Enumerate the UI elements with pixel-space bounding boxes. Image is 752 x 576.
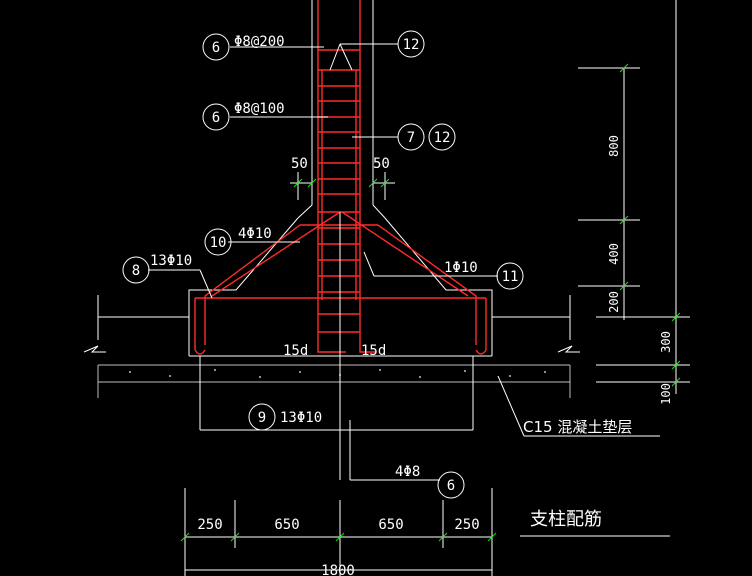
leader-lines <box>148 43 660 437</box>
callout-number: 7 <box>407 130 415 146</box>
dim-value: 250 <box>197 517 222 533</box>
anchor-label-left: 15d <box>283 343 308 359</box>
callout-6a: 6 Φ8@200 <box>202 33 285 61</box>
callout-number: 12 <box>434 130 451 146</box>
callout-number: 6 <box>212 40 220 56</box>
dimension-ticks <box>180 63 681 542</box>
callout-number: 8 <box>132 263 140 279</box>
offset-label-left: 50 <box>291 156 308 172</box>
right-dimensions: 800 400 200 300 100 <box>607 135 673 405</box>
callout-number: 6 <box>447 478 455 494</box>
callout-text: 13Φ10 <box>280 410 322 426</box>
callout-number: 11 <box>502 269 519 285</box>
cushion-label: C15 混凝土垫层 <box>523 418 632 436</box>
callout-number: 9 <box>258 410 266 426</box>
callout-8: 8 13Φ10 <box>122 253 192 284</box>
drawing-title: 支柱配筋 <box>530 509 602 530</box>
offset-label-right: 50 <box>373 156 390 172</box>
footing-outline <box>83 217 580 357</box>
callout-text: 1Φ10 <box>444 260 478 276</box>
dim-value: 650 <box>378 517 403 533</box>
annotations: 50 50 15d 15d C15 混凝土垫层 支柱配筋 <box>283 156 632 530</box>
column-outline <box>297 0 386 219</box>
dim-value: 300 <box>659 331 673 353</box>
callout-text: 13Φ10 <box>150 253 192 269</box>
callout-9: 9 13Φ10 <box>248 403 322 431</box>
callout-11: 11 1Φ10 <box>444 260 524 290</box>
dim-value: 400 <box>607 243 621 265</box>
callout-number: 6 <box>212 110 220 126</box>
dimension-lines <box>184 0 690 576</box>
callout-12a: 12 <box>397 30 425 58</box>
callout-text: Φ8@100 <box>234 101 285 117</box>
rebar <box>194 0 487 355</box>
callout-number: 12 <box>403 37 420 53</box>
callout-text: 4Φ10 <box>238 226 272 242</box>
callout-number: 10 <box>210 235 227 251</box>
cushion-layer <box>97 356 571 431</box>
callout-6c: 6 4Φ8 <box>395 464 465 499</box>
callout-6b: 6 Φ8@100 <box>202 101 285 131</box>
callout-text: 4Φ8 <box>395 464 420 480</box>
dim-total: 1800 <box>321 563 355 576</box>
callout-10: 10 4Φ10 <box>204 226 272 256</box>
callout-7: 7 <box>397 123 425 151</box>
callout-text: Φ8@200 <box>234 34 285 50</box>
bottom-dimensions: 250 650 650 250 1800 <box>197 517 479 576</box>
dim-value: 100 <box>659 383 673 405</box>
dim-value: 250 <box>454 517 479 533</box>
dim-value: 650 <box>274 517 299 533</box>
anchor-label-right: 15d <box>361 343 386 359</box>
dim-value: 800 <box>607 135 621 157</box>
callout-12b: 12 <box>428 123 456 151</box>
dim-value: 200 <box>607 291 621 313</box>
